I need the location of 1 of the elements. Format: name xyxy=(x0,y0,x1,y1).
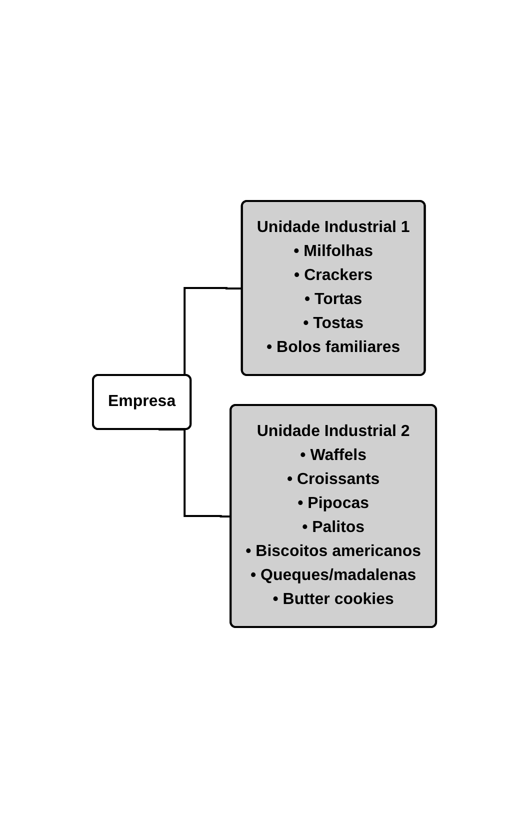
connector xyxy=(159,428,232,517)
